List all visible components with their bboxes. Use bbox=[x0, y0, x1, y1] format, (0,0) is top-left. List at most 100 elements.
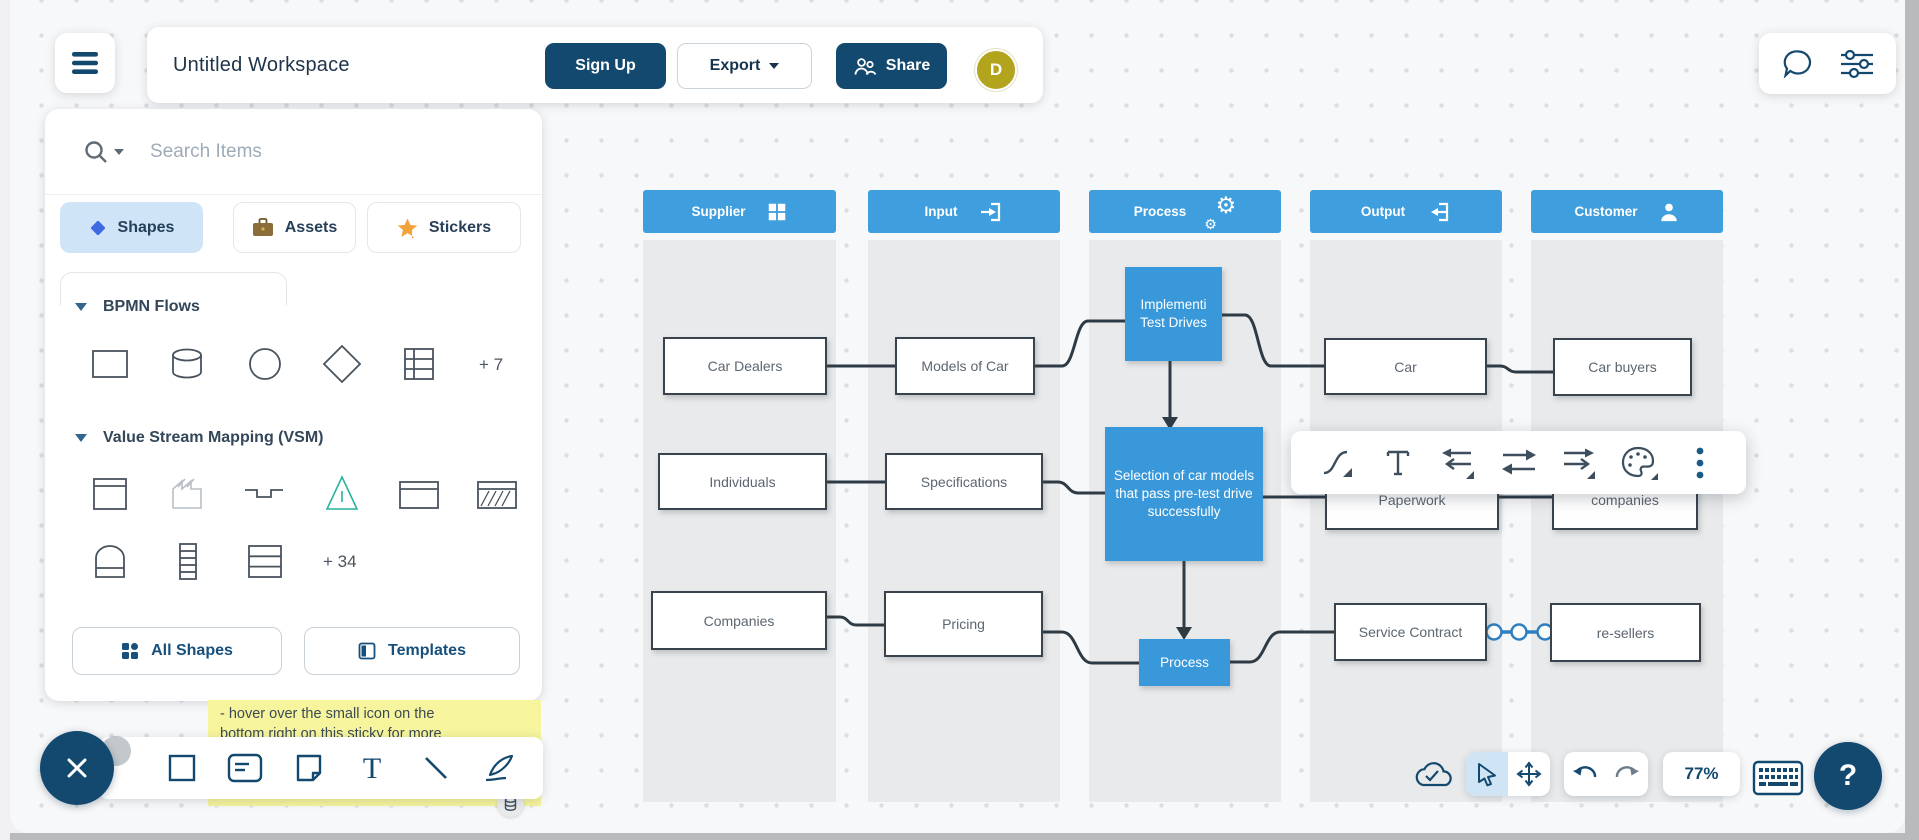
shortcuts-button[interactable] bbox=[1752, 760, 1804, 801]
connector-midpoint[interactable] bbox=[1510, 623, 1528, 641]
search-options-caret[interactable] bbox=[114, 148, 124, 155]
node-implementing-test-drives[interactable]: Implementi Test Drives bbox=[1125, 267, 1222, 361]
collapse-caret-icon bbox=[75, 303, 87, 311]
section-header-bpmn[interactable]: BPMN Flows bbox=[75, 298, 200, 316]
undo-button[interactable] bbox=[1564, 752, 1606, 796]
node-pricing[interactable]: Pricing bbox=[884, 591, 1043, 657]
column-header-input[interactable]: Input bbox=[868, 190, 1060, 233]
vsm-more-count[interactable]: + 34 bbox=[323, 552, 357, 571]
shape-kaizen-triangle[interactable] bbox=[318, 470, 366, 518]
redo-button[interactable] bbox=[1606, 752, 1648, 796]
export-button[interactable]: Export bbox=[677, 43, 812, 89]
sync-status-button[interactable] bbox=[1412, 758, 1458, 797]
zoom-level-button[interactable]: 77% bbox=[1663, 752, 1740, 796]
preferences-button[interactable] bbox=[1837, 44, 1877, 84]
tab-assets[interactable]: Assets bbox=[233, 202, 356, 253]
sticky-note-line1: - hover over the small icon on the bbox=[220, 706, 435, 722]
collapse-caret-icon bbox=[75, 434, 87, 442]
chat-bubble-icon bbox=[1783, 49, 1812, 79]
node-label: Car Dealers bbox=[707, 358, 783, 374]
column-header-supplier[interactable]: Supplier bbox=[643, 190, 836, 233]
move-icon bbox=[1516, 761, 1542, 787]
keyboard-icon bbox=[1752, 760, 1804, 796]
comments-button[interactable] bbox=[1778, 44, 1818, 84]
text-button[interactable] bbox=[1376, 441, 1420, 485]
shape-cylinder[interactable] bbox=[163, 340, 211, 388]
window-edge-bottom bbox=[10, 833, 1905, 840]
zoom-level-value: 77% bbox=[1684, 764, 1719, 783]
all-shapes-button[interactable]: All Shapes bbox=[72, 627, 282, 675]
node-label: Specifications bbox=[920, 473, 1008, 490]
column-header-output[interactable]: Output bbox=[1310, 190, 1502, 233]
node-individuals[interactable]: Individuals bbox=[658, 453, 827, 510]
avatar[interactable]: D bbox=[975, 49, 1017, 91]
node-selection[interactable]: Selection of car models that pass pre-te… bbox=[1105, 427, 1263, 561]
shape-dip-line[interactable] bbox=[241, 470, 289, 518]
swap-direction-button[interactable] bbox=[1497, 441, 1541, 485]
column-header-process[interactable]: Process ⚙⚙ bbox=[1089, 190, 1281, 233]
people-icon bbox=[854, 58, 877, 76]
more-options-button[interactable] bbox=[1678, 441, 1722, 485]
node-service-contract[interactable]: Service Contract bbox=[1334, 603, 1487, 661]
briefcase-icon bbox=[252, 218, 273, 236]
templates-button[interactable]: Templates bbox=[304, 627, 520, 675]
node-models-of-car[interactable]: Models of Car bbox=[895, 337, 1035, 395]
sign-up-button[interactable]: Sign Up bbox=[545, 43, 666, 89]
sticky-note-tool[interactable] bbox=[289, 748, 329, 788]
node-car[interactable]: Car bbox=[1324, 338, 1487, 395]
bpmn-more-count[interactable]: + 7 bbox=[479, 355, 504, 374]
rectangle-tool[interactable] bbox=[162, 748, 202, 788]
column-label: Input bbox=[924, 204, 958, 219]
column-header-customer[interactable]: Customer bbox=[1531, 190, 1723, 233]
tab-shapes[interactable]: Shapes bbox=[60, 202, 203, 253]
node-label: Process bbox=[1160, 654, 1209, 670]
color-palette-button[interactable] bbox=[1618, 441, 1662, 485]
shape-wide-stack[interactable] bbox=[241, 538, 289, 586]
node-companies[interactable]: Companies bbox=[651, 591, 827, 650]
main-menu-button[interactable] bbox=[55, 33, 115, 93]
grid-icon bbox=[768, 203, 785, 220]
node-process[interactable]: Process bbox=[1139, 639, 1230, 686]
pan-tool-button[interactable] bbox=[1508, 752, 1550, 796]
shape-process-box[interactable] bbox=[86, 470, 134, 518]
connector-style-button[interactable] bbox=[1315, 441, 1359, 485]
node-car-dealers[interactable]: Car Dealers bbox=[663, 337, 827, 395]
frame-tool[interactable] bbox=[225, 748, 265, 788]
cloud-check-icon bbox=[1415, 762, 1452, 787]
pen-tool[interactable] bbox=[479, 748, 519, 788]
node-specifications[interactable]: Specifications bbox=[885, 453, 1043, 510]
text-tool[interactable]: T bbox=[352, 748, 392, 788]
search-input[interactable] bbox=[148, 139, 482, 164]
selected-connector[interactable] bbox=[1485, 623, 1554, 641]
close-toolbar-button[interactable] bbox=[40, 731, 114, 805]
tab-stickers[interactable]: Stickers bbox=[367, 202, 521, 253]
shape-hatched-box[interactable] bbox=[473, 470, 521, 518]
shape-rectangle[interactable] bbox=[86, 340, 134, 388]
shape-process-box-wide[interactable] bbox=[395, 470, 443, 518]
arrowheads-left-button[interactable] bbox=[1436, 441, 1480, 485]
node-label: Paperwork bbox=[1378, 492, 1446, 508]
shape-factory[interactable] bbox=[163, 470, 211, 518]
top-right-toolbar bbox=[1759, 33, 1896, 94]
shape-dome-box[interactable] bbox=[86, 538, 134, 586]
share-label: Share bbox=[885, 57, 931, 74]
connector-endpoint[interactable] bbox=[1485, 623, 1503, 641]
arrowheads-right-button[interactable] bbox=[1557, 441, 1601, 485]
person-icon bbox=[1660, 203, 1677, 221]
shape-narrow-stack[interactable] bbox=[164, 538, 212, 586]
section-header-vsm[interactable]: Value Stream Mapping (VSM) bbox=[75, 429, 323, 447]
select-tool-button[interactable] bbox=[1466, 752, 1508, 796]
workspace-title[interactable]: Untitled Workspace bbox=[173, 53, 350, 76]
line-tool[interactable] bbox=[416, 748, 456, 788]
sliders-icon bbox=[1841, 49, 1873, 78]
scrolled-section-card bbox=[60, 272, 287, 305]
node-car-buyers[interactable]: Car buyers bbox=[1553, 338, 1692, 396]
shape-circle[interactable] bbox=[241, 340, 289, 388]
share-button[interactable]: Share bbox=[836, 43, 947, 89]
node-resellers[interactable]: re-sellers bbox=[1550, 603, 1701, 662]
shape-diamond[interactable] bbox=[318, 340, 366, 388]
search-icon[interactable] bbox=[83, 139, 124, 165]
undo-icon bbox=[1573, 766, 1597, 778]
shape-table[interactable] bbox=[395, 340, 443, 388]
help-button[interactable]: ? bbox=[1814, 742, 1882, 810]
